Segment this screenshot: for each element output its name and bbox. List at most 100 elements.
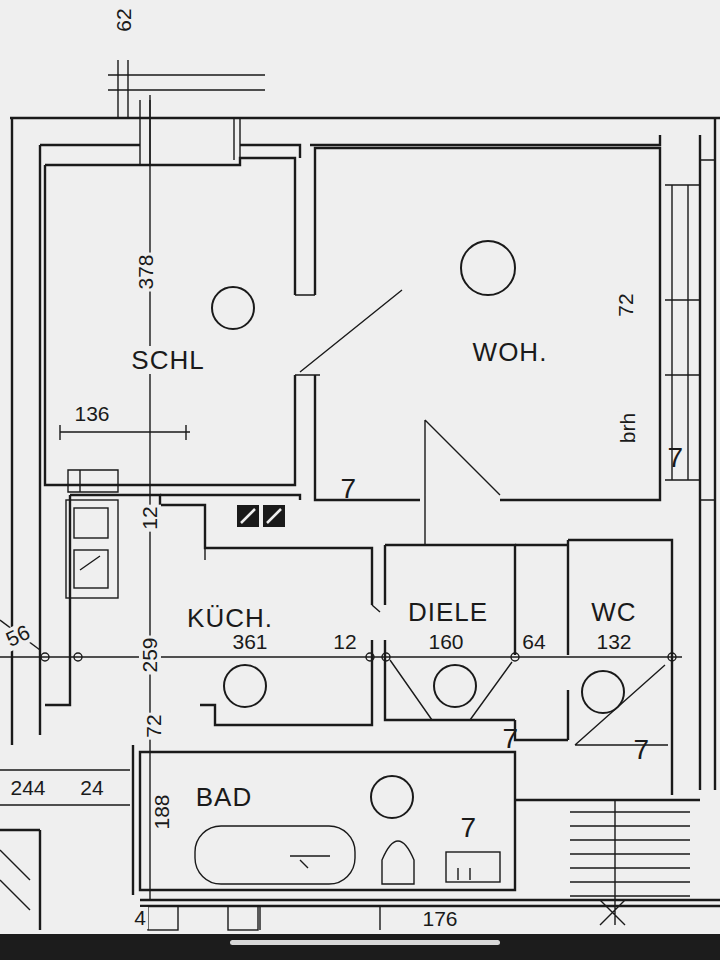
screen-edge bbox=[230, 940, 500, 945]
room-number-circle: 7 bbox=[581, 670, 625, 714]
bathtub bbox=[195, 826, 355, 884]
room-number: 7 bbox=[340, 475, 356, 503]
dimension-line bbox=[41, 653, 49, 661]
dimension-label: 12 bbox=[331, 631, 358, 653]
lower-plan bbox=[0, 830, 40, 930]
inner-wall bbox=[515, 545, 568, 740]
outer-wall bbox=[10, 118, 720, 790]
room-number: 7 bbox=[502, 725, 518, 753]
dimension-label: 188 bbox=[151, 792, 173, 831]
outer-wall bbox=[39, 145, 41, 735]
room-number-circle: 7 bbox=[223, 664, 267, 708]
dimension-line bbox=[0, 95, 682, 900]
sink bbox=[446, 852, 500, 882]
dimension-line bbox=[74, 653, 82, 661]
stove bbox=[74, 508, 108, 538]
dimension-label: 12 bbox=[139, 504, 161, 531]
dimension-label: 72 bbox=[143, 712, 165, 739]
lower-plan bbox=[148, 906, 178, 930]
sink bbox=[446, 852, 500, 882]
toilet bbox=[382, 841, 414, 884]
screen-edge bbox=[0, 934, 720, 960]
room-name: WOH. bbox=[471, 338, 550, 367]
inner-wall bbox=[45, 158, 295, 295]
dimension-line bbox=[60, 425, 190, 440]
room-name: KÜCH. bbox=[185, 604, 275, 633]
lower-plan bbox=[260, 906, 380, 930]
lower-plan bbox=[140, 900, 720, 906]
room-number-circle: 7 bbox=[460, 240, 516, 296]
chimney bbox=[237, 505, 285, 527]
dimension-label: 56 bbox=[1, 620, 35, 652]
dimension-line bbox=[0, 656, 682, 657]
sink bbox=[458, 868, 470, 880]
window-frame bbox=[108, 60, 715, 500]
dimension-label: 64 bbox=[520, 631, 547, 653]
door-swing bbox=[425, 420, 500, 545]
room-number: 7 bbox=[460, 814, 476, 842]
room-name: BAD bbox=[194, 783, 254, 812]
inner-wall bbox=[133, 745, 515, 895]
screen-edge bbox=[0, 934, 720, 960]
dimension-label: brh bbox=[617, 411, 639, 445]
room-name: DIELE bbox=[406, 598, 490, 627]
inner-wall bbox=[70, 495, 372, 605]
stove bbox=[66, 500, 118, 598]
inner-wall bbox=[315, 375, 420, 500]
dimension-line bbox=[511, 653, 519, 661]
dimension-label: 62 bbox=[113, 6, 135, 33]
lower-plan bbox=[0, 850, 30, 910]
dimension-line bbox=[0, 770, 130, 805]
inner-wall bbox=[160, 495, 300, 500]
dimension-label: 24 bbox=[78, 777, 105, 799]
room-number-circle: 7 bbox=[433, 664, 477, 708]
room-area: WOH. 7 bbox=[315, 148, 660, 500]
dimension-line bbox=[382, 653, 390, 661]
door-swing bbox=[390, 660, 512, 720]
inner-wall bbox=[45, 148, 700, 895]
door-swing bbox=[205, 548, 380, 612]
dimension-label: 132 bbox=[594, 631, 633, 653]
room-name: SCHL bbox=[129, 346, 206, 375]
lower-plan bbox=[228, 906, 258, 930]
lower-plan bbox=[0, 830, 720, 930]
dimension-label: 136 bbox=[72, 403, 111, 425]
door-swing bbox=[575, 665, 668, 745]
dimension-label: 244 bbox=[8, 777, 47, 799]
window-frame bbox=[700, 160, 715, 500]
outer-wall bbox=[10, 117, 720, 119]
outer-wall bbox=[700, 118, 715, 790]
inner-wall bbox=[315, 148, 660, 500]
dimension-label: 378 bbox=[135, 252, 157, 291]
door-swing bbox=[205, 290, 668, 745]
inner-wall bbox=[45, 165, 295, 485]
bathtub bbox=[195, 826, 355, 884]
window-frame bbox=[108, 75, 265, 90]
inner-wall bbox=[385, 545, 515, 720]
dimension-line bbox=[149, 95, 150, 900]
stove bbox=[68, 470, 118, 570]
dimension-label: 72 bbox=[615, 291, 637, 318]
toilet bbox=[382, 841, 414, 884]
bathtub bbox=[290, 856, 330, 868]
inner-wall bbox=[568, 540, 672, 795]
dimension-label: 361 bbox=[230, 631, 269, 653]
window-frame bbox=[665, 185, 700, 480]
door-swing bbox=[295, 290, 402, 375]
room-area: SCHL7 bbox=[45, 165, 295, 485]
dimension-line bbox=[366, 653, 374, 661]
room-number-circle: 7 bbox=[211, 286, 255, 330]
dimension-label: 4 bbox=[132, 907, 148, 929]
dimension-label: 259 bbox=[139, 635, 161, 674]
room-number: 7 bbox=[633, 736, 649, 764]
room-name: WC bbox=[589, 598, 638, 627]
outer-wall bbox=[40, 135, 660, 158]
room-number: 7 bbox=[667, 444, 683, 472]
room-area: BAD 7 bbox=[140, 752, 515, 890]
room-area: KÜCH. 7 bbox=[70, 495, 372, 725]
chimney bbox=[241, 509, 281, 523]
inner-wall bbox=[515, 799, 700, 801]
room-number-circle: 7 bbox=[370, 775, 414, 819]
